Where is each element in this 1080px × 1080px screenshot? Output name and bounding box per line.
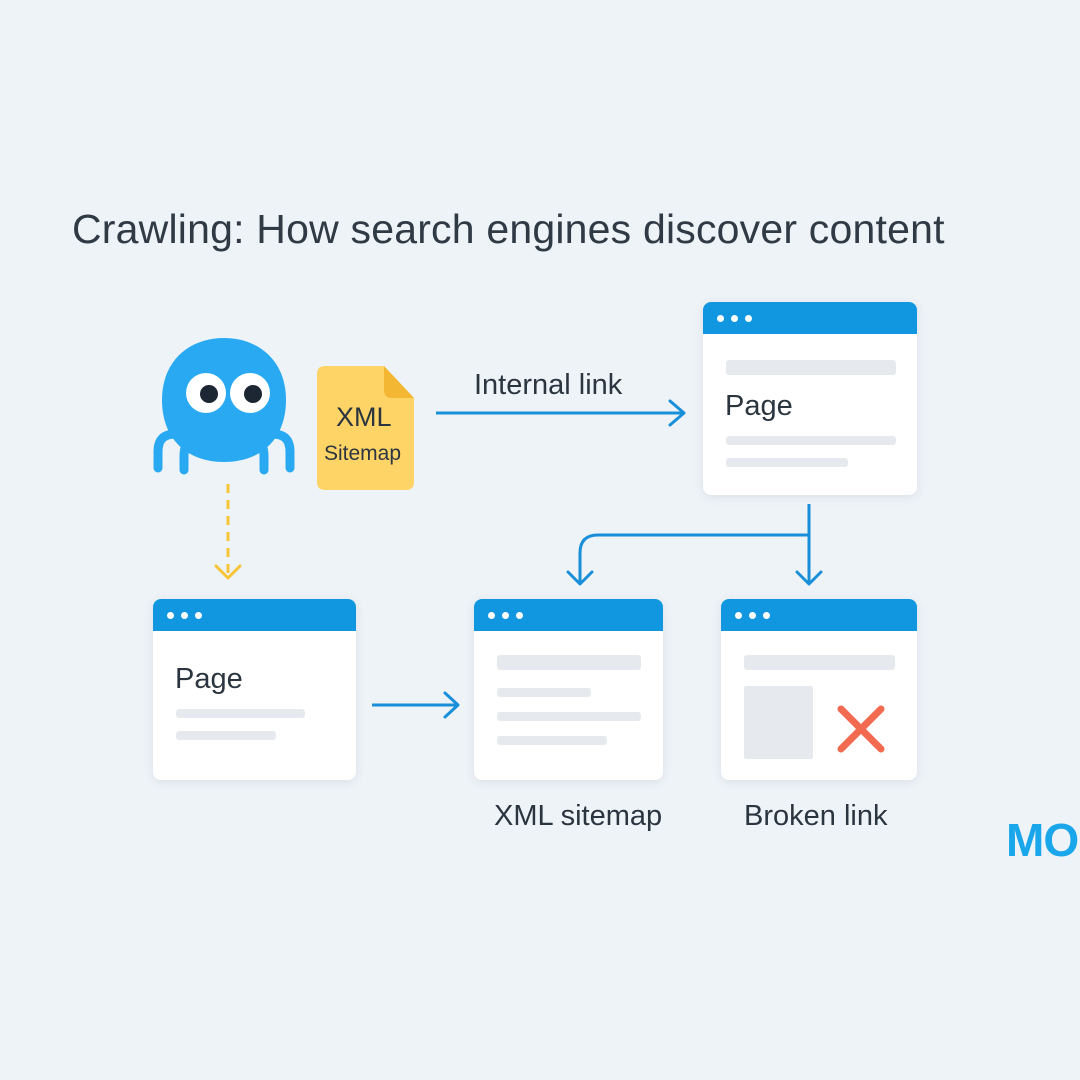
window-title-bar — [474, 599, 663, 631]
content-line — [497, 688, 591, 697]
page-window-top: Page — [703, 302, 917, 495]
content-line — [497, 655, 641, 670]
image-placeholder — [744, 686, 813, 759]
window-dot — [731, 315, 738, 322]
page-window-bottom: Page — [153, 599, 356, 780]
window-dot — [516, 612, 523, 619]
page-label: Page — [725, 390, 793, 422]
window-dot — [717, 315, 724, 322]
content-line — [176, 709, 305, 718]
content-line — [176, 731, 276, 740]
broken-link-caption: Broken link — [744, 800, 888, 832]
sitemap-file-label-sitemap: Sitemap — [324, 442, 402, 465]
internal-link-arrow — [436, 399, 686, 427]
crawl-start-dashed-arrow — [214, 484, 242, 580]
window-dot — [488, 612, 495, 619]
content-line — [726, 436, 896, 445]
window-title-bar — [721, 599, 917, 631]
internal-link-label: Internal link — [474, 369, 623, 401]
diagram-title: Crawling: How search engines discover co… — [72, 206, 945, 252]
window-dot — [745, 315, 752, 322]
window-title-bar — [703, 302, 917, 334]
window-dot — [195, 612, 202, 619]
xml-sitemap-window — [474, 599, 663, 780]
sitemap-file-label-xml: XML — [336, 402, 392, 432]
page-label: Page — [175, 663, 243, 695]
content-line — [744, 655, 895, 670]
branch-arrows — [566, 504, 823, 586]
xml-sitemap-caption: XML sitemap — [494, 800, 663, 832]
brand-logo: MO — [1006, 814, 1079, 866]
crawler-spider-icon — [153, 338, 295, 475]
content-line — [497, 712, 641, 721]
window-dot — [181, 612, 188, 619]
window-dot — [749, 612, 756, 619]
content-line — [726, 360, 896, 375]
content-line — [726, 458, 848, 467]
window-dot — [167, 612, 174, 619]
window-dot — [502, 612, 509, 619]
window-dot — [763, 612, 770, 619]
broken-link-window — [721, 599, 917, 780]
window-dot — [735, 612, 742, 619]
broken-x-icon — [837, 705, 885, 753]
page-to-sitemap-arrow — [372, 691, 460, 719]
xml-sitemap-file-icon — [317, 366, 414, 490]
content-line — [497, 736, 607, 745]
window-title-bar — [153, 599, 356, 631]
